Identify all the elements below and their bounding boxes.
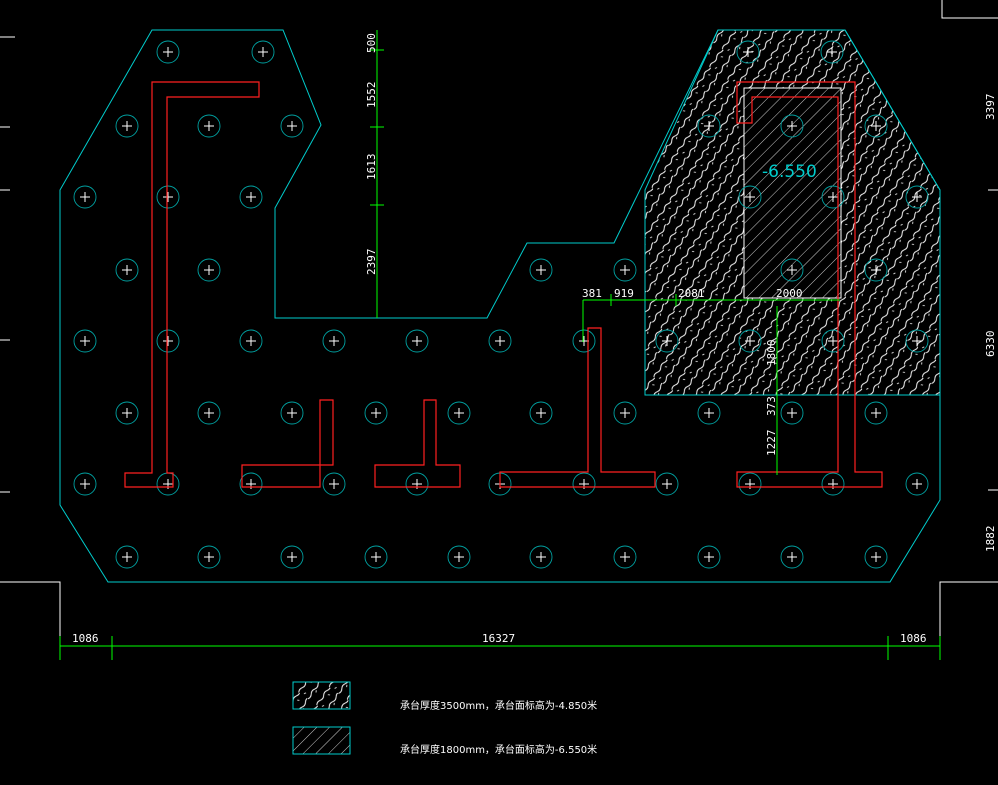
- pile-symbol: [697, 114, 721, 138]
- pile-symbol: [239, 329, 263, 353]
- pile-symbol: [780, 401, 804, 425]
- pile-symbol: [864, 401, 888, 425]
- pile-symbol: [864, 545, 888, 569]
- pile-symbol: [529, 401, 553, 425]
- pile-symbol: [613, 401, 637, 425]
- dim-top-500: 500: [365, 33, 378, 53]
- elevation-label: -6.550: [762, 162, 817, 182]
- pile-symbol: [738, 329, 762, 353]
- dim-green-2081: 2081: [678, 287, 705, 300]
- pile-symbol: [821, 185, 845, 209]
- legend-swatch-diagonal: [292, 726, 351, 755]
- pile-symbol: [197, 545, 221, 569]
- pile-symbol: [572, 329, 596, 353]
- dim-green-381: 381: [582, 287, 602, 300]
- pile-symbol: [572, 472, 596, 496]
- pile-symbol: [655, 329, 679, 353]
- pile-symbol: [905, 329, 929, 353]
- core-walls: [124, 81, 883, 488]
- dim-green-1227: 1227: [765, 430, 778, 457]
- pile-symbol: [738, 185, 762, 209]
- pile-symbol: [280, 545, 304, 569]
- pile-symbol: [197, 401, 221, 425]
- dimension-lines: [59, 30, 941, 660]
- pile-symbol: [613, 258, 637, 282]
- pile-symbol: [820, 40, 844, 64]
- pile-symbol: [280, 114, 304, 138]
- pile-symbol: [156, 329, 180, 353]
- pile-symbol: [364, 545, 388, 569]
- pile-symbol: [780, 258, 804, 282]
- pile-symbol: [156, 40, 180, 64]
- pile-symbol: [613, 545, 637, 569]
- dim-green-2000: 2000: [776, 287, 803, 300]
- pile-symbol: [239, 185, 263, 209]
- pile-symbol: [405, 329, 429, 353]
- pile-symbol: [529, 258, 553, 282]
- dim-green-919: 919: [614, 287, 634, 300]
- pile-symbol: [447, 401, 471, 425]
- pile-symbol: [364, 401, 388, 425]
- pile-symbol: [864, 114, 888, 138]
- pile-symbol: [197, 114, 221, 138]
- pile-symbol: [736, 40, 760, 64]
- legend-text-thick: 承台厚度3500mm，承台面标高为-4.850米: [400, 699, 597, 712]
- dim-green-373: 373: [765, 396, 778, 416]
- pile-symbol: [405, 472, 429, 496]
- pile-symbol: [73, 329, 97, 353]
- pile-symbol: [821, 472, 845, 496]
- dim-right-3397: 3397: [984, 94, 997, 121]
- dim-top-1613: 1613: [365, 154, 378, 181]
- pile-symbol: [156, 472, 180, 496]
- dim-bottom-left: 1086: [72, 632, 99, 645]
- pile-symbol: [488, 329, 512, 353]
- pile-symbol: [251, 40, 275, 64]
- pile-symbol: [905, 185, 929, 209]
- pile-symbol: [115, 258, 139, 282]
- legend-text-diagonal: 承台厚度1800mm，承台面标高为-6.550米: [400, 743, 597, 756]
- pile-symbol: [239, 472, 263, 496]
- pile-symbol: [738, 472, 762, 496]
- pile-symbol: [115, 545, 139, 569]
- pile-symbol: [447, 545, 471, 569]
- pile-symbol: [905, 472, 929, 496]
- pile-symbol: [655, 472, 679, 496]
- dim-right-1882: 1882: [984, 526, 997, 553]
- dim-bottom-center: 16327: [482, 632, 515, 645]
- pile-grid: [73, 40, 929, 569]
- pile-symbol: [322, 329, 346, 353]
- pile-symbol: [280, 401, 304, 425]
- pile-symbol: [864, 258, 888, 282]
- dim-top-1552: 1552: [365, 82, 378, 109]
- pile-symbol: [697, 545, 721, 569]
- pile-symbol: [780, 545, 804, 569]
- pile-symbol: [529, 545, 553, 569]
- pile-symbol: [115, 114, 139, 138]
- dim-right-6330: 6330: [984, 331, 997, 358]
- pile-symbol: [322, 472, 346, 496]
- pile-symbol: [780, 114, 804, 138]
- dim-bottom-right: 1086: [900, 632, 927, 645]
- legend-swatch-thick: [292, 681, 351, 710]
- pile-symbol: [821, 329, 845, 353]
- pile-symbol: [197, 258, 221, 282]
- pile-symbol: [156, 185, 180, 209]
- dim-top-2397: 2397: [365, 249, 378, 276]
- dim-green-1800: 1800: [765, 340, 778, 367]
- pile-symbol: [697, 401, 721, 425]
- pile-symbol: [73, 185, 97, 209]
- pile-symbol: [73, 472, 97, 496]
- frame-lines: [0, 0, 998, 650]
- pile-symbol: [115, 401, 139, 425]
